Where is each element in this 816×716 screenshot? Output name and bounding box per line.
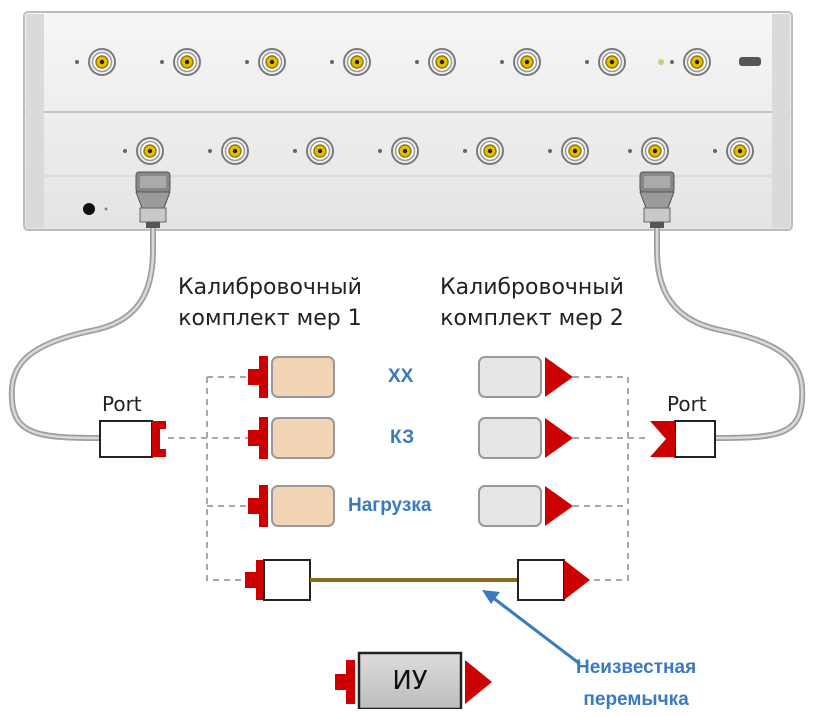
kit1-title: Калибровочный комплект мер 1	[150, 272, 390, 334]
kit2-short	[478, 417, 573, 459]
kit1-load	[248, 485, 335, 527]
port-left-connector	[99, 420, 166, 458]
panel-connector-bottom-5	[463, 137, 504, 165]
annotation-arrow	[482, 590, 581, 666]
power-jack-icon	[83, 203, 95, 215]
panel-connector-bottom-1	[123, 137, 164, 165]
panel-connector-bottom-3	[293, 137, 334, 165]
port-right-connector	[650, 420, 716, 458]
panel-connector-bottom-4	[378, 137, 419, 165]
kit2-title: Калибровочный комплект мер 2	[412, 272, 652, 334]
panel-right-handle	[772, 14, 790, 228]
kit1-open	[248, 356, 335, 398]
kit2-load	[478, 485, 573, 527]
panel-connector-top-4	[330, 48, 371, 76]
panel-connector-bottom-8	[713, 137, 754, 165]
kit1-standards	[248, 356, 335, 527]
panel-connector-bottom-7	[628, 137, 669, 165]
panel-left-handle	[26, 14, 44, 228]
kit1-title-line1: Калибровочный	[178, 275, 362, 300]
panel-connector-top-3	[245, 48, 286, 76]
kit2-title-line1: Калибровочный	[440, 275, 624, 300]
panel-connector-top-1	[75, 48, 116, 76]
unknown-thru	[245, 559, 590, 601]
panel-connector-top-8	[670, 48, 711, 76]
instrument-panel	[23, 11, 793, 231]
panel-connector-top-2	[160, 48, 201, 76]
unknown-thru-note: Неизвестная перемычка	[576, 652, 696, 716]
unknown-thru-note-line1: Неизвестная	[576, 657, 697, 678]
kit1-short	[248, 417, 335, 459]
kit2-title-line2: комплект мер 2	[440, 306, 624, 331]
dashed-connections	[168, 376, 650, 581]
kit1-title-line2: комплект мер 1	[178, 306, 362, 331]
unknown-thru-note-line2: перемычка	[583, 689, 689, 710]
port-left-label: Port	[102, 392, 142, 416]
dut-label: ИУ	[392, 666, 428, 696]
kit2-standards	[478, 356, 573, 527]
panel-connector-bottom-2	[208, 137, 249, 165]
label-short: КЗ	[390, 427, 415, 448]
panel-connector-top-7	[585, 48, 626, 76]
bottom-connector-row	[123, 137, 754, 165]
top-connector-row	[75, 48, 711, 76]
port-right-label: Port	[667, 392, 707, 416]
kit2-open	[478, 356, 573, 398]
panel-connector-bottom-6	[548, 137, 589, 165]
cable-connector-left	[135, 171, 171, 228]
panel-connector-top-5	[415, 48, 456, 76]
usb-port-icon	[739, 57, 761, 66]
status-led	[658, 59, 664, 65]
panel-connector-top-6	[500, 48, 541, 76]
cable-connector-right	[639, 171, 675, 228]
label-open: XX	[388, 366, 414, 387]
dut-device	[335, 651, 492, 711]
label-load: Нагрузка	[348, 495, 432, 516]
